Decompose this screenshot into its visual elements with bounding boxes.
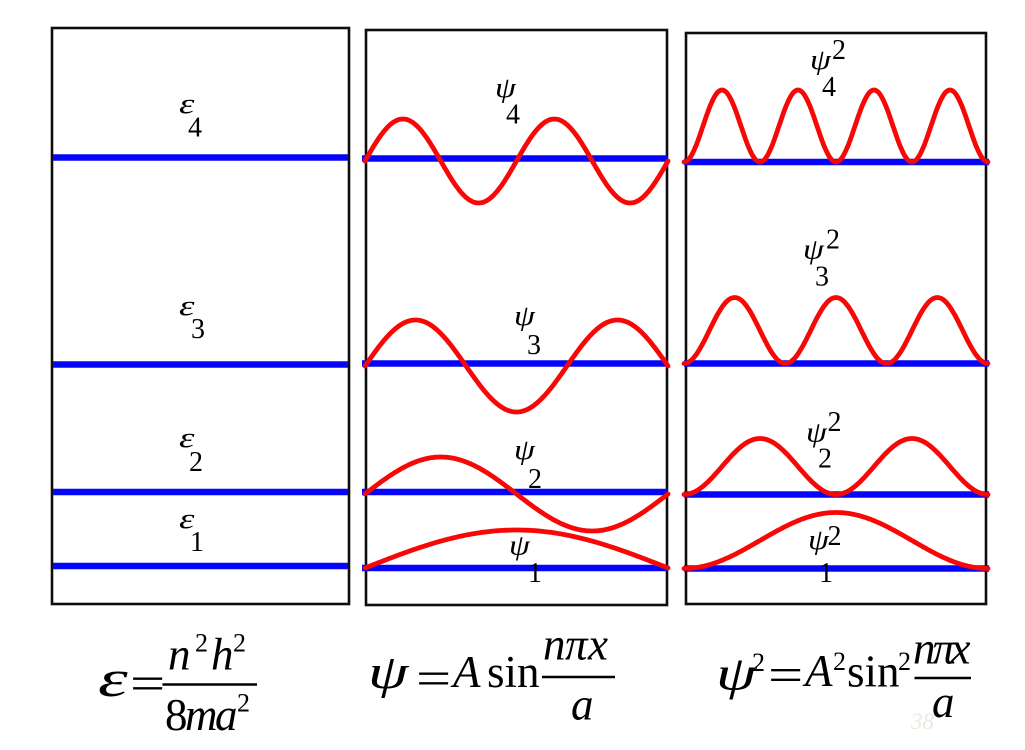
svg-text:sin: sin [847,647,900,697]
svg-text:3: 3 [815,262,829,293]
svg-text:4: 4 [188,113,202,144]
svg-text:=: = [130,657,165,710]
svg-text:1: 1 [528,558,542,589]
svg-text:38: 38 [910,709,935,734]
svg-text:ψ: ψ [716,647,758,700]
svg-text:ε: ε [179,423,195,453]
svg-text:1: 1 [190,527,204,558]
svg-text:2: 2 [826,225,840,256]
svg-text:2: 2 [189,447,203,478]
svg-text:=: = [416,652,451,705]
svg-text:π: π [565,620,589,670]
svg-text:n: n [168,630,191,680]
svg-text:2: 2 [898,647,911,676]
svg-text:3: 3 [527,330,541,361]
svg-text:ψ: ψ [803,233,825,265]
svg-text:ψ: ψ [806,416,828,448]
svg-text:2: 2 [528,464,542,495]
svg-text:x: x [950,624,971,674]
svg-text:8: 8 [165,690,188,740]
svg-text:3: 3 [191,314,205,345]
svg-text:ψ: ψ [368,646,410,699]
svg-text:ε: ε [179,89,195,119]
svg-text:2: 2 [233,629,246,658]
svg-text:2: 2 [195,629,208,658]
svg-text:2: 2 [832,35,846,66]
svg-text:2: 2 [833,647,846,676]
svg-text:ε: ε [98,650,128,708]
svg-text:ψ: ψ [509,529,531,561]
svg-text:a: a [571,680,594,730]
svg-text:ψ: ψ [810,44,832,76]
svg-text:a: a [215,690,238,740]
svg-text:sin: sin [487,647,540,697]
svg-text:4: 4 [822,72,836,103]
svg-text:ψ: ψ [495,72,517,104]
svg-text:A: A [450,647,481,697]
svg-text:ψ: ψ [808,524,830,556]
svg-text:=: = [768,649,803,702]
svg-text:4: 4 [506,100,520,131]
svg-text:ε: ε [179,504,195,534]
svg-text:a: a [932,677,955,727]
svg-text:2: 2 [818,444,832,475]
svg-text:2: 2 [752,648,765,677]
svg-text:h: h [211,630,234,680]
svg-text:ε: ε [179,291,195,321]
svg-text:A: A [802,646,833,696]
svg-text:n: n [543,620,566,670]
svg-text:2: 2 [828,407,842,438]
svg-text:π: π [933,624,957,674]
svg-text:ψ: ψ [514,300,536,332]
svg-text:m: m [185,690,218,740]
svg-text:n: n [913,624,936,674]
svg-text:2: 2 [237,689,250,718]
svg-text:ψ: ψ [514,434,536,466]
svg-text:x: x [587,620,608,670]
svg-text:2: 2 [828,521,842,552]
svg-text:1: 1 [819,558,833,589]
